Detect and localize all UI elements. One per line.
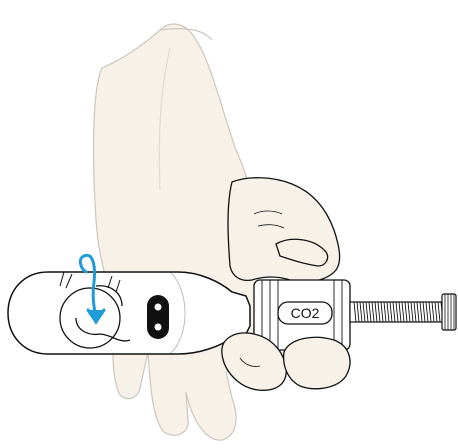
- co2-cartridge-icon: [8, 272, 250, 354]
- thread-icon: [350, 294, 456, 330]
- thumb-icon: [228, 178, 340, 282]
- slot-hole-icon: [147, 295, 169, 339]
- co2-label: CO2: [291, 305, 320, 321]
